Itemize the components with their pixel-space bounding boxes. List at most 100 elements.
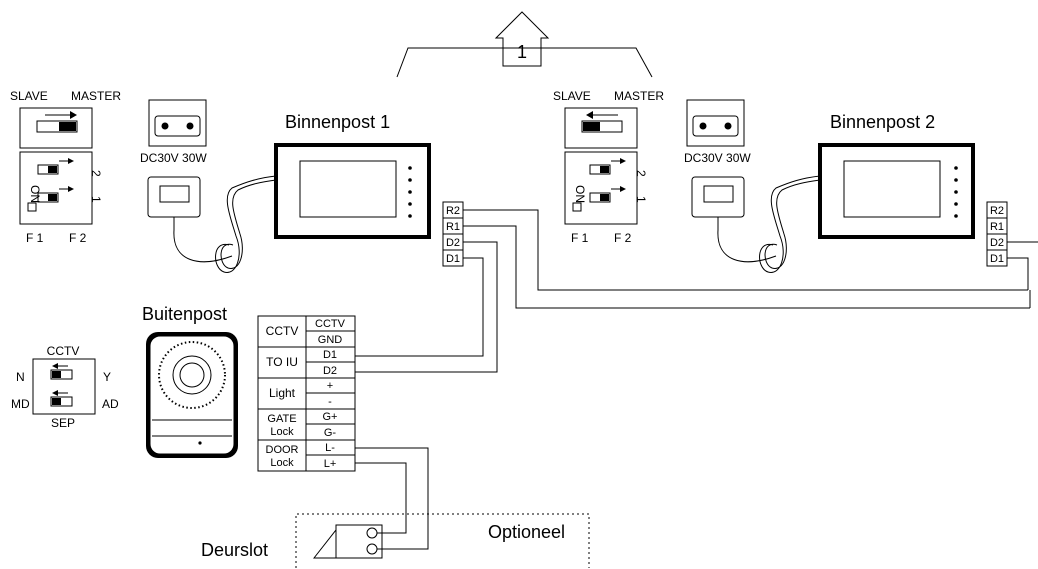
pin-light-plus: + xyxy=(327,380,333,392)
monitor-button[interactable] xyxy=(408,202,412,206)
arrow-right-icon xyxy=(68,158,74,164)
optional-area: Optioneel Deurslot xyxy=(201,513,590,568)
terminal-d1: D1 xyxy=(990,253,1004,265)
monitor-2-screen xyxy=(843,160,941,218)
arrow-right-icon xyxy=(68,186,74,192)
group-label-to-iu: TO IU xyxy=(266,355,298,369)
callout-arrow: 1 xyxy=(396,11,653,78)
power-adapter xyxy=(691,176,745,218)
monitor-button[interactable] xyxy=(954,166,958,170)
arrow-left-icon xyxy=(586,111,593,119)
group-label-door-lock: Lock xyxy=(270,457,294,469)
group-label-cctv: CCTV xyxy=(266,324,299,338)
group-label-gate-lock: Lock xyxy=(270,426,294,438)
pin-light-minus: - xyxy=(328,396,332,408)
master-slave-switch-frame xyxy=(564,107,638,149)
terminal-block: CCTV CCTV GND TO IU D1 D2 Light + - GATE… xyxy=(257,315,356,472)
monitor-1-terminals: R2 R1 D2 D1 xyxy=(442,201,464,267)
terminal-r2: R2 xyxy=(990,205,1004,217)
monitor-button[interactable] xyxy=(954,190,958,194)
callout-bracket xyxy=(396,47,653,78)
indoor-monitor-1: Binnenpost 1 xyxy=(274,112,431,239)
slave-label: SLAVE xyxy=(553,89,591,103)
pin-g-minus: G- xyxy=(324,427,337,439)
n-label: N xyxy=(16,370,25,384)
pin-l-plus: L+ xyxy=(324,458,337,470)
on-label: ON xyxy=(573,185,587,203)
md-label: MD xyxy=(11,397,30,411)
master-slave-switch-frame xyxy=(19,107,93,149)
dip-switch-2[interactable] xyxy=(37,164,59,175)
dip-switch-2[interactable] xyxy=(589,164,611,175)
power-adapter xyxy=(147,176,201,218)
dip-switch-frame xyxy=(19,151,93,225)
on-label: ON xyxy=(28,185,42,203)
slave-label: SLAVE xyxy=(10,89,48,103)
f1-label: F 1 xyxy=(26,231,44,245)
call-button[interactable] xyxy=(198,441,202,445)
dip-switch-1[interactable] xyxy=(589,192,611,203)
power-supply-1: DC30V 30W xyxy=(140,99,277,273)
terminal-r1: R1 xyxy=(990,221,1004,233)
arrow-left-icon xyxy=(52,363,58,369)
terminal-d1: D1 xyxy=(446,253,460,265)
monitor-button[interactable] xyxy=(954,214,958,218)
outdoor-unit-title: Buitenpost xyxy=(142,304,227,324)
cctv-switch-1[interactable] xyxy=(50,369,73,380)
monitor-button[interactable] xyxy=(954,202,958,206)
monitor-button[interactable] xyxy=(954,178,958,182)
wall-plate xyxy=(686,99,745,147)
master-slave-switch[interactable] xyxy=(36,120,78,133)
dip-switch-frame xyxy=(564,151,638,225)
door-lock-bolt xyxy=(312,528,337,559)
dip-switch-group-2: SLAVE MASTER 2 1 ON F 1 F 2 xyxy=(553,89,664,245)
switch-number-2: 2 xyxy=(634,170,648,177)
optional-label: Optioneel xyxy=(488,522,565,542)
dip-switch-1[interactable] xyxy=(37,192,59,203)
terminal-r2: R2 xyxy=(446,205,460,217)
pin-l-minus: L- xyxy=(325,442,335,454)
pin-cctv: CCTV xyxy=(315,318,346,330)
f2-label: F 2 xyxy=(69,231,87,245)
switch-knob xyxy=(583,122,600,131)
cctv-switch-2[interactable] xyxy=(50,396,73,407)
arrow-right-icon xyxy=(620,158,626,164)
switch-number-1: 1 xyxy=(89,196,103,203)
pin-d1: D1 xyxy=(323,349,337,361)
monitor-2-title: Binnenpost 2 xyxy=(830,112,935,132)
group-label-door: DOOR xyxy=(266,444,299,456)
switch-knob xyxy=(59,122,76,131)
indoor-monitor-2: Binnenpost 2 xyxy=(818,112,975,239)
arrow-right-icon xyxy=(620,186,626,192)
arrow-left-icon xyxy=(52,390,58,396)
outdoor-unit: Buitenpost xyxy=(142,304,238,458)
monitor-button[interactable] xyxy=(408,190,412,194)
group-label-gate: GATE xyxy=(267,413,296,425)
group-label-light: Light xyxy=(269,386,296,400)
door-lock-label: Deurslot xyxy=(201,540,268,560)
master-label: MASTER xyxy=(614,89,664,103)
y-label: Y xyxy=(103,370,111,384)
master-slave-switch[interactable] xyxy=(581,120,623,133)
door-lock xyxy=(335,524,383,559)
ad-label: AD xyxy=(102,397,119,411)
pin-gnd: GND xyxy=(318,334,343,346)
wall-plate xyxy=(148,99,207,147)
monitor-button[interactable] xyxy=(408,166,412,170)
switch-number-1: 1 xyxy=(634,196,648,203)
cctv-switch-title: CCTV xyxy=(47,344,80,358)
f2-label: F 2 xyxy=(614,231,632,245)
callout-number: 1 xyxy=(517,42,527,62)
speaker-grille xyxy=(158,341,226,409)
dip-switch-group-1: SLAVE MASTER 2 1 ON F 1 F 2 xyxy=(10,89,121,245)
sep-label: SEP xyxy=(51,416,75,430)
switch-number-2: 2 xyxy=(89,170,103,177)
monitor-2-terminals: R2 R1 D2 D1 xyxy=(986,201,1008,267)
monitor-button[interactable] xyxy=(408,178,412,182)
monitor-button[interactable] xyxy=(408,214,412,218)
power-label: DC30V 30W xyxy=(684,151,751,165)
monitor-1-screen xyxy=(299,160,397,218)
terminal-d2: D2 xyxy=(990,237,1004,249)
door-lock-wiring xyxy=(355,447,429,550)
